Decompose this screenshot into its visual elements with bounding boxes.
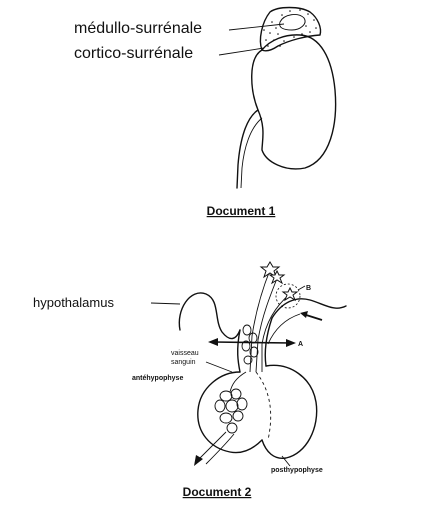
stimulus-arrow-head [300, 311, 308, 318]
neuron-axon-2 [255, 275, 279, 373]
vessel-leader [205, 361, 233, 373]
region-b-circle [275, 283, 301, 309]
adrenal-cortex [259, 6, 322, 52]
blood-vessel-out [197, 431, 227, 461]
medulla-leader [228, 23, 285, 31]
ureter-inner [240, 117, 263, 189]
anterior-label: antéhypophyse [132, 375, 183, 382]
neuron-axon-4 [267, 313, 301, 345]
vessel-label-line2: sanguin [171, 359, 196, 366]
blood-vessel-out-2 [205, 433, 235, 465]
document2-caption: Document 2 [183, 485, 252, 499]
document2-diagram [150, 261, 347, 467]
blood-vessel-out-arrow [194, 455, 203, 466]
cortex-leader [218, 47, 265, 56]
section-line-a [213, 341, 293, 344]
medulla-label: médullo-surrénale [74, 20, 202, 37]
neuron-body-2 [268, 269, 286, 285]
posterior-label: posthypophyse [271, 467, 323, 474]
posterior-leader [281, 455, 291, 467]
region-b-leader [297, 285, 306, 291]
cortex-label: cortico-surrénale [74, 45, 193, 62]
marker-b: B [306, 285, 311, 292]
hypothalamus-label: hypothalamus [33, 295, 114, 310]
adrenal-medulla [279, 14, 306, 31]
vessel-label-line1: vaisseau [171, 350, 199, 357]
hypothalamus-leader [150, 302, 181, 305]
section-arrow-left [208, 338, 218, 346]
anterior-lobe [197, 371, 263, 454]
ureter [236, 109, 259, 189]
cortex-stipple [263, 9, 317, 47]
kidney-outline [251, 34, 337, 170]
pituitary-stalk-right [264, 317, 273, 367]
neuron-body-1 [259, 261, 281, 279]
section-arrow-right [286, 339, 296, 347]
neuron-axon-1 [249, 269, 271, 373]
neuron-axon-3 [261, 293, 291, 372]
blood-vessel-in [229, 371, 247, 393]
neuron-body-3 [281, 286, 299, 302]
document1-diagram [218, 6, 337, 189]
lobe-divider [255, 371, 272, 441]
hypothalamus-outline [178, 292, 241, 340]
portal-capillaries [241, 324, 259, 365]
document1-caption: Document 1 [207, 204, 276, 218]
anterior-capillaries [214, 388, 248, 434]
marker-a: A [298, 341, 303, 348]
posterior-lobe [261, 364, 318, 459]
pituitary-stalk-left [237, 329, 241, 373]
